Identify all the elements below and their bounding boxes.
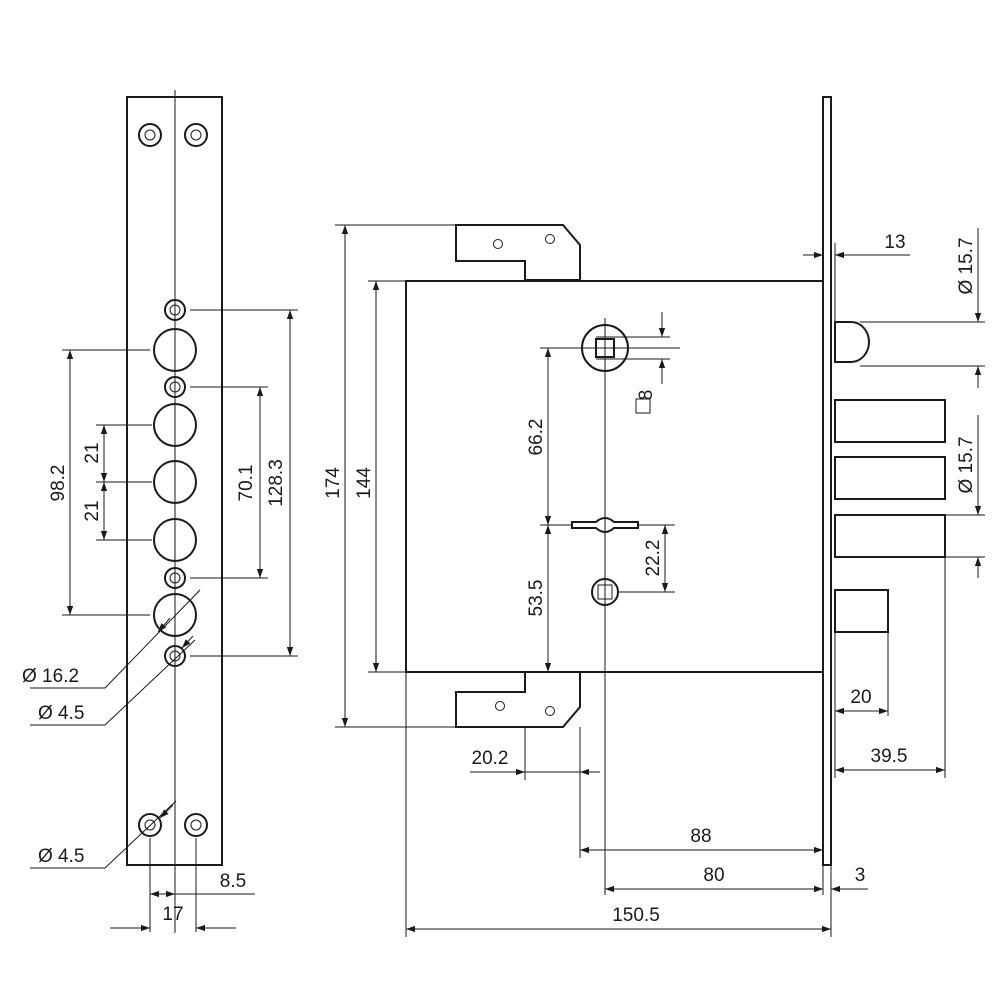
dim-66-2-label: 66.2 — [526, 419, 547, 456]
dim-144-label: 144 — [354, 467, 375, 499]
dim-80-label: 80 — [703, 865, 724, 886]
bolt-1 — [834, 399, 946, 443]
dim-88-label: 88 — [690, 826, 711, 847]
dia-16-2-leader — [30, 589, 201, 689]
dim-21-b-label: 21 — [82, 500, 103, 521]
dim-174-label: 174 — [323, 467, 344, 499]
dim-128-3-label: 128.3 — [266, 459, 287, 507]
dim-20-2-label: 20.2 — [472, 748, 509, 769]
bolt-hole-5 — [153, 593, 197, 637]
screw-hole-top-right — [184, 123, 208, 147]
square-8-label: 8 — [636, 390, 657, 401]
lock-body-view: 174 144 66.2 53.5 22.2 8 20.2 88 80 150.… — [323, 96, 985, 937]
dia-15-7-b-label: Ø 15.7 — [956, 436, 977, 493]
dim-20-label: 20 — [850, 687, 871, 708]
dim-39-5-label: 39.5 — [871, 746, 908, 767]
bolt-hole-3 — [153, 460, 197, 504]
bolt-hole-2 — [153, 403, 197, 447]
bottom-hook — [455, 671, 581, 728]
dia-4-5-b-leader — [30, 800, 177, 869]
latch-bolt — [834, 321, 870, 363]
screw-hole-bottom-right — [184, 813, 208, 837]
dim-150-5-label: 150.5 — [612, 905, 660, 926]
dim-98-2-label: 98.2 — [48, 465, 69, 502]
bolt-3 — [834, 514, 946, 558]
bolt-hole-4 — [153, 518, 197, 562]
dia-15-7-a-label: Ø 15.7 — [956, 237, 977, 294]
faceplate-view: 98.2 21 21 70.1 128.3 Ø 16.2 Ø 4.5 Ø 4.5… — [22, 90, 298, 933]
lower-catch — [834, 589, 889, 633]
dim-17-label: 17 — [162, 904, 183, 925]
square-symbol — [635, 398, 651, 414]
dim-70-1-label: 70.1 — [236, 465, 257, 502]
dim-53-5-label: 53.5 — [526, 580, 547, 617]
dia-16-2-label: Ø 16.2 — [22, 666, 79, 687]
small-hole-3 — [164, 567, 186, 589]
small-hole-1 — [164, 299, 186, 321]
small-hole-2 — [164, 376, 186, 398]
dim-22-2-label: 22.2 — [643, 540, 664, 577]
screw-hole-top-left — [138, 123, 162, 147]
screw-hole-bottom-left — [138, 813, 162, 837]
dim-3-label: 3 — [855, 865, 866, 886]
dia-4-5-a-label: Ø 4.5 — [38, 703, 84, 724]
front-plate — [822, 96, 832, 866]
dim-21-a-label: 21 — [82, 442, 103, 463]
dia-4-5-a-leader — [30, 639, 196, 726]
top-hook — [455, 224, 581, 281]
bolt-2 — [834, 456, 946, 500]
dim-8-5-label: 8.5 — [220, 871, 246, 892]
dim-13-label: 13 — [884, 232, 905, 253]
bolt-hole-1 — [153, 328, 197, 372]
small-hole-4 — [164, 645, 186, 667]
dia-4-5-b-label: Ø 4.5 — [38, 846, 84, 867]
